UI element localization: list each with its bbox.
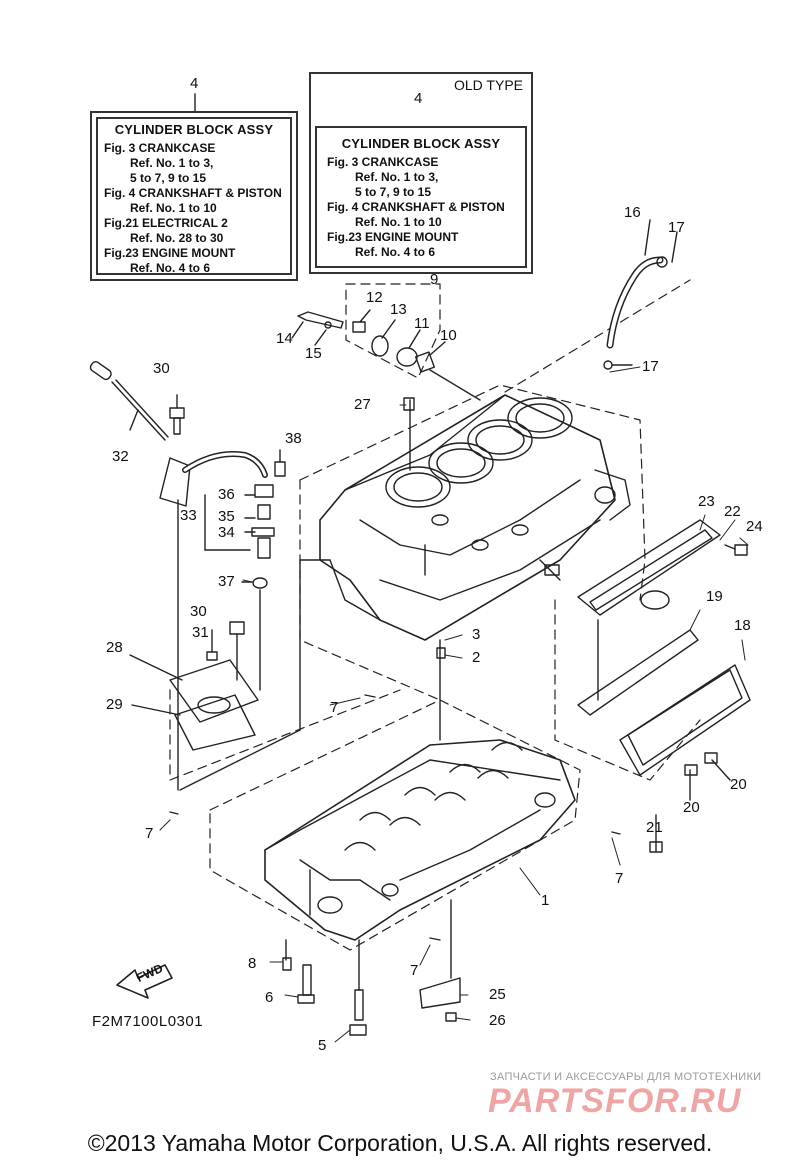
assy-box-line: Fig.21 ELECTRICAL 2 [104, 216, 228, 230]
callout-number: 28 [106, 639, 123, 656]
plug-group [291, 309, 481, 401]
box-ref-number: 4 [190, 75, 199, 92]
dipstick [89, 361, 169, 441]
assy-box-line: Ref. No. 1 to 3, [130, 156, 214, 170]
lower-crankcase [264, 739, 576, 941]
callout-number: 19 [706, 588, 723, 605]
old-box-ref-number: 4 [414, 90, 423, 107]
callout-number: 18 [734, 617, 751, 634]
callout-number: 13 [390, 301, 407, 318]
lower-fasteners [169, 639, 621, 1036]
callout-number: 21 [646, 819, 663, 836]
callout-number: 36 [218, 486, 235, 503]
callout-number: 6 [265, 989, 274, 1006]
callout-number: 7 [330, 699, 339, 716]
watermark-logo: PARTSFOR.RU [488, 1082, 742, 1120]
callout-number: 35 [218, 508, 235, 525]
callout-number: 20 [730, 776, 747, 793]
old-box-line: Fig. 4 CRANKSHAFT & PISTON [327, 200, 505, 214]
callout-leaders [159, 366, 749, 1043]
old-type-box: OLD TYPE CYLINDER BLOCK ASSY Fig. 3 CRAN… [309, 72, 533, 274]
callout-number: 32 [112, 448, 129, 465]
assy-box-line: Fig. 4 CRANKSHAFT & PISTON [104, 186, 282, 200]
callout-number: 8 [248, 955, 257, 972]
assy-box-line: Fig. 3 CRANKCASE [104, 141, 216, 155]
callout-number: 24 [746, 518, 763, 535]
old-box-line: Fig. 3 CRANKCASE [327, 155, 439, 169]
callout-number: 22 [724, 503, 741, 520]
callout-number: 7 [410, 962, 419, 979]
old-box-line: Ref. No. 4 to 6 [355, 245, 436, 259]
old-box-line: 5 to 7, 9 to 15 [355, 185, 432, 199]
callout-number: 26 [489, 1012, 506, 1029]
old-box-line: Fig.23 ENGINE MOUNT [327, 230, 459, 244]
bolt-30-upper [169, 394, 185, 435]
callout-number: 16 [624, 204, 641, 221]
assy-info-box-inner [96, 117, 292, 275]
callout-number: 30 [153, 360, 170, 377]
old-type-label: OLD TYPE [454, 77, 523, 93]
old-type-box-inner [315, 126, 527, 268]
callout-number: 9 [430, 271, 439, 288]
callout-number: 7 [615, 870, 624, 887]
assy-box-line: Fig.23 ENGINE MOUNT [104, 246, 236, 260]
upper-crankcase [319, 394, 631, 641]
callout-number: 23 [698, 493, 715, 510]
callout-number: 34 [218, 524, 235, 541]
copyright-notice: ©2013 Yamaha Motor Corporation, U.S.A. A… [87, 1130, 713, 1156]
old-box-title: CYLINDER BLOCK ASSY [341, 136, 501, 151]
cover-plate [129, 499, 259, 791]
assy-box-line: 5 to 7, 9 to 15 [130, 171, 207, 185]
callout-number: 3 [472, 626, 481, 643]
callout-number: 38 [285, 430, 302, 447]
assy-box-line: Ref. No. 1 to 10 [130, 201, 217, 215]
figure-code: F2M7100L0301 [92, 1013, 204, 1030]
callout-number: 15 [305, 345, 322, 362]
callout-number: 37 [218, 573, 235, 590]
assy-info-box: CYLINDER BLOCK ASSY Fig. 3 CRANKCASE Ref… [90, 111, 298, 281]
callout-number: 12 [366, 289, 383, 306]
oil-pipe [159, 449, 331, 791]
callout-number: 30 [190, 603, 207, 620]
callout-number: 33 [180, 507, 197, 524]
callout-number: 25 [489, 986, 506, 1003]
assy-box-title: CYLINDER BLOCK ASSY [114, 122, 274, 137]
callout-number: 31 [192, 624, 209, 641]
side-covers [577, 519, 751, 853]
callout-number: 14 [276, 330, 293, 347]
callout-number: 27 [354, 396, 371, 413]
callout-number: 10 [440, 327, 457, 344]
fwd-arrow-icon [116, 964, 173, 999]
callout-number: 17 [642, 358, 659, 375]
callout-number: 17 [668, 219, 685, 236]
watermark-tagline: ЗАПЧАСТИ И АКСЕССУАРЫ ДЛЯ МОТОТЕХНИКИ [490, 1071, 762, 1083]
callout-number: 20 [683, 799, 700, 816]
old-box-line: Ref. No. 1 to 3, [355, 170, 439, 184]
callout-number: 5 [318, 1037, 327, 1054]
dashed-assembly-outlines [169, 279, 701, 951]
callout-number: 2 [472, 649, 481, 666]
callout-number: 29 [106, 696, 123, 713]
assy-box-line: Ref. No. 4 to 6 [130, 261, 211, 275]
callout-number: 1 [541, 892, 550, 909]
callout-number: 7 [145, 825, 154, 842]
breather-hose [603, 219, 678, 370]
assy-box-line: Ref. No. 28 to 30 [130, 231, 224, 245]
callout-number: 11 [414, 315, 430, 332]
old-box-line: Ref. No. 1 to 10 [355, 215, 442, 229]
